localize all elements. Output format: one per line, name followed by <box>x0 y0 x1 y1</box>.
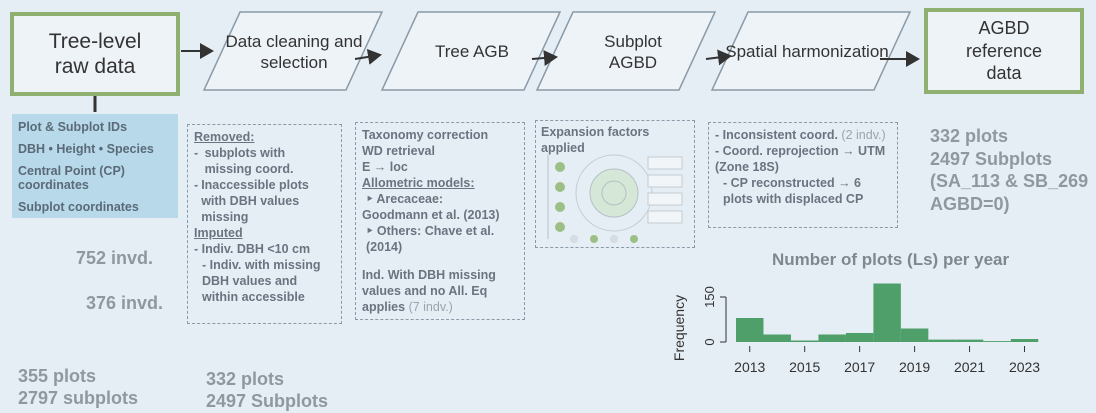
spatial-item: - CP reconstructed → 6 plots with displa… <box>723 176 864 206</box>
x-tick-label: 2019 <box>899 359 930 375</box>
step-label-spatial: Spatial harmonization <box>725 42 889 62</box>
tree-line: Taxonomy correction <box>362 128 489 142</box>
expansion-thumbnail <box>547 154 683 243</box>
removed-item-text: Inaccessible plots with DBH values missi… <box>201 178 309 224</box>
y-axis-label: Frequency <box>671 295 687 361</box>
plots-332: 332 plots <box>206 369 285 389</box>
tree-note-count: (7 indv.) <box>408 300 453 314</box>
imputed-item: - Indiv. DBH <10 cm <box>194 242 311 256</box>
model-line: ‣ Others: Chave et al. (2014) <box>366 224 495 254</box>
arrow-3 <box>531 50 558 66</box>
raw-item: Central Point (CP) coordinates <box>18 164 125 192</box>
count-752: 752 invd. <box>76 248 154 268</box>
spatial-box: - Inconsistent coord. (2 indv.) - Coord.… <box>708 122 898 228</box>
subplot-title: Expansion factors applied <box>541 125 650 155</box>
plots-355: 355 plots <box>18 366 97 386</box>
step-label-cleaning: Data cleaning and selection <box>225 31 363 72</box>
tree-line: E → loc <box>362 160 408 174</box>
chart-title: Number of plots (Ls) per year <box>772 250 1010 269</box>
summary-note: AGBD=0) <box>930 193 1010 214</box>
x-tick-label: 2015 <box>789 359 820 375</box>
histogram-bar <box>928 339 956 342</box>
raw-item: Plot & Subplot IDs <box>18 120 128 134</box>
step-shape-cleaning <box>202 11 384 91</box>
histogram-bar <box>873 283 901 342</box>
summary-note: (SA_113 & SB_269 <box>930 171 1089 191</box>
imputed-item: - Indiv. with missing DBH values and wit… <box>202 258 321 304</box>
model-line: Goodmann et al. (2013) <box>362 208 500 222</box>
start-label: Tree-level raw data <box>48 29 142 78</box>
arrow-2 <box>354 48 382 65</box>
imputed-title: Imputed <box>194 226 243 240</box>
removed-item: -subplots with missing coord. <box>194 145 335 177</box>
histogram-bar <box>845 333 874 342</box>
x-tick-label: 2013 <box>734 359 765 375</box>
spatial-item-count: (2 indv.) <box>841 128 886 142</box>
subplot-box: Expansion factors applied <box>535 120 695 248</box>
summary-right: 332 plots 2497 Subplots (SA_113 & SB_269… <box>930 125 1096 215</box>
count-left-bottom: 355 plots 2797 subplots <box>18 366 138 409</box>
start-box: Tree-level raw data <box>10 12 180 96</box>
raw-item: DBH • Height • Species <box>18 142 154 156</box>
histogram-chart: Frequency 0 150 2013 2015 2017 2019 2021 2023 <box>671 283 1040 375</box>
histogram-bar <box>1010 339 1039 342</box>
models-title: Allometric models: <box>362 176 475 190</box>
tree-note-text: Ind. With DBH missing values and no All.… <box>362 268 496 314</box>
spatial-item: - Coord. reprojection → UTM (Zone 18S) <box>715 144 886 174</box>
tree-note: Ind. With DBH missing values and no All.… <box>362 267 518 315</box>
step-label-subplot: Subplot AGBD <box>604 31 662 72</box>
histogram-bar <box>955 339 984 342</box>
raw-item: Subplot coordinates <box>18 200 139 214</box>
count-376: 376 invd. <box>86 293 164 313</box>
model-line: ‣ Arecaceae: <box>366 192 444 206</box>
x-tick-label: 2017 <box>844 359 875 375</box>
y-tick-label: 0 <box>702 338 717 345</box>
x-tick-label: 2021 <box>954 359 985 375</box>
histogram-bar <box>736 318 764 342</box>
histogram-bar <box>983 341 1011 342</box>
step-shape-tree-agb <box>380 11 562 91</box>
histogram-bar <box>900 328 929 342</box>
removed-title: Removed: <box>194 130 255 144</box>
end-label: AGBD reference data <box>965 18 1043 84</box>
removed-item: -Inaccessible plots with DBH values miss… <box>194 177 335 225</box>
raw-data-panel: Plot & Subplot IDs DBH • Height • Specie… <box>12 114 178 218</box>
subplots-2497: 2497 Subplots <box>206 390 329 411</box>
tree-agb-box: Taxonomy correction WD retrieval E → loc… <box>355 122 525 320</box>
tree-line: WD retrieval <box>362 144 435 158</box>
end-box: AGBD reference data <box>924 8 1084 94</box>
spatial-item: - Inconsistent coord. (2 indv.) <box>715 127 891 143</box>
y-tick-label: 150 <box>702 286 717 308</box>
summary-plots: 332 plots <box>930 126 1009 146</box>
arrow-4 <box>705 49 732 66</box>
histogram-bar <box>818 334 846 342</box>
removed-item-text: subplots with missing coord. <box>204 146 294 176</box>
step-label-tree-agb: Tree AGB <box>434 42 509 62</box>
count-mid-bottom: 332 plots 2497 Subplots <box>206 369 328 412</box>
spatial-item-text: - Inconsistent coord. <box>715 128 838 142</box>
summary-subplots: 2497 Subplots <box>930 148 1053 169</box>
cleaning-box: Removed: -subplots with missing coord. -… <box>187 124 342 324</box>
histogram-bar <box>763 334 791 342</box>
histogram-bar <box>790 340 819 342</box>
x-tick-label: 2023 <box>1009 359 1040 375</box>
subplots-2797: 2797 subplots <box>18 387 139 408</box>
